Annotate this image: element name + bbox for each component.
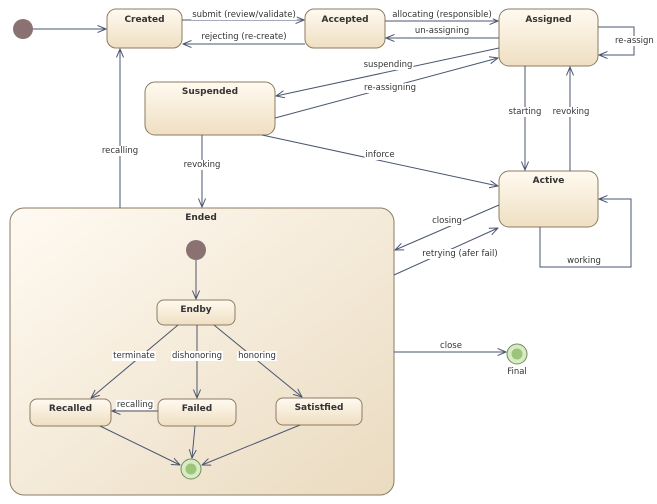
transition-dishonoring[interactable]: dishonoring [171,325,223,398]
label-backdrop [551,107,591,117]
label-retrying: retrying (afer fail) [422,249,497,259]
label-starting: starting [509,107,542,117]
label-backdrop [614,36,655,46]
label-submit: submit (review/validate) [192,10,296,20]
label-honoring: honoring [238,351,276,361]
state-assigned-label: Assigned [525,15,571,25]
transition-reassign-self[interactable]: re-assign [598,26,655,55]
transition-suspending[interactable]: suspending [276,47,500,96]
state-recalled-label: Recalled [49,404,92,414]
label-unassigning: un-assigning [415,26,469,36]
transition-recalling-created[interactable]: recalling [100,49,140,208]
edge-working [539,199,632,268]
label-working: working [567,256,601,266]
label-backdrop [200,32,288,42]
label-backdrop [364,150,396,160]
state-endby-label: Endby [180,305,211,315]
transition-allocating[interactable]: allocating (responsible) [385,10,498,21]
final-node-inner [511,348,523,360]
transition-honoring[interactable]: honoring [213,324,302,397]
label-backdrop [431,216,463,226]
label-recalling-created: recalling [102,146,138,156]
edge-suspending [276,47,500,96]
edge-failed-final [192,425,195,458]
label-dishonoring: dishonoring [172,351,222,361]
label-revoking-ended: revoking [184,160,221,170]
label-backdrop [413,26,471,36]
transition-recalling-failed[interactable]: recalling [112,400,158,411]
state-ended-label: Ended [185,213,217,223]
state-endby[interactable]: Endby [156,299,236,326]
state-failed[interactable]: Failed [157,398,237,427]
state-suspended[interactable]: Suspended [144,81,276,136]
transition-inforce[interactable]: inforce [261,134,498,186]
initial-node [13,19,33,39]
state-satisfied-label: Satistfied [295,403,344,413]
edge-terminate [91,324,179,398]
label-reassign-self: re-assign [615,36,654,46]
label-backdrop [363,83,417,93]
label-terminate: terminate [113,351,155,361]
label-backdrop [112,351,156,361]
state-accepted[interactable]: Accepted [304,8,386,49]
transition-close[interactable]: close [394,341,506,352]
label-suspending: suspending [364,60,413,70]
state-recalled[interactable]: Recalled [29,398,112,427]
state-active[interactable]: Active [498,170,599,228]
transition-closing[interactable]: closing [395,204,500,250]
label-rejecting: rejecting (re-create) [201,32,286,42]
state-suspended-label: Suspended [182,87,238,97]
edge-satisfied-final [202,424,301,465]
label-revoking-assigned: revoking [553,107,590,117]
transition-submit[interactable]: submit (review/validate) [182,10,304,20]
ended-final-node-inner [185,463,197,475]
state-failed-label: Failed [182,404,212,414]
label-inforce: inforce [365,150,394,160]
transition-revoking-assigned[interactable]: revoking [551,67,591,171]
transition-reassigning[interactable]: re-assigning [274,58,498,119]
label-backdrop [507,107,543,117]
label-allocating: allocating (responsible) [392,10,492,20]
label-backdrop [182,160,222,170]
label-backdrop [566,256,602,266]
ended-final-node [180,458,202,480]
label-backdrop [100,146,140,156]
edge-closing [395,204,500,250]
transition-rejecting[interactable]: rejecting (re-create) [183,32,305,44]
label-backdrop [237,351,277,361]
label-backdrop [421,249,499,259]
label-close: close [440,341,462,351]
transition-working[interactable]: working [539,199,632,268]
state-created-label: Created [124,15,164,25]
state-active-label: Active [533,176,565,186]
label-backdrop [362,60,414,70]
final-label: Final [507,367,527,377]
edge-inforce [261,134,498,186]
label-reassigning: re-assigning [364,83,416,93]
edge-recalled-final [99,425,180,465]
ended-initial-node [186,240,206,260]
label-closing: closing [432,216,462,226]
label-backdrop [171,351,223,361]
state-created[interactable]: Created [106,8,183,49]
label-recalling-failed: recalling [117,400,153,410]
label-backdrop [115,400,155,410]
transition-starting[interactable]: starting [507,66,543,170]
transition-terminate[interactable]: terminate [91,324,179,398]
label-backdrop [391,10,493,20]
final-node [506,343,528,365]
state-accepted-label: Accepted [321,15,368,25]
transition-revoking-ended[interactable]: revoking [182,135,222,207]
transition-retrying[interactable]: retrying (afer fail) [393,228,499,276]
transition-unassigning[interactable]: un-assigning [386,26,499,38]
label-backdrop [191,10,297,20]
state-satisfied[interactable]: Satistfied [275,397,363,426]
label-backdrop [439,341,463,351]
state-assigned[interactable]: Assigned [498,8,599,67]
